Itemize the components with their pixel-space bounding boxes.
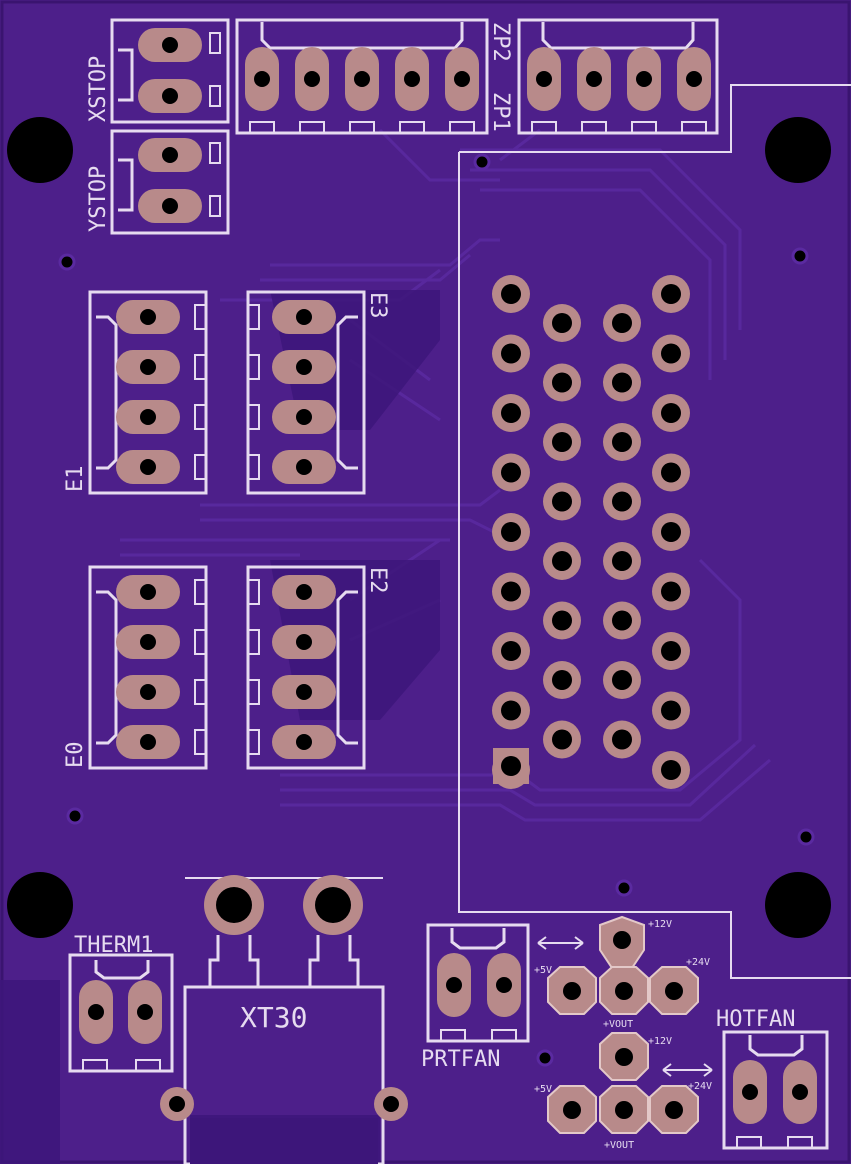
zp2-label: ZP2 [488, 22, 513, 62]
prtfan-label: PRTFAN [421, 1047, 500, 1072]
zp1-label: ZP1 [488, 92, 513, 132]
hotfan-vout-label: +VOUT [604, 1140, 634, 1151]
header-pin-hole [501, 700, 521, 721]
voltage-jumper-prtfan [537, 915, 699, 1015]
e3-label: E3 [365, 292, 390, 319]
xstop-connector [110, 18, 230, 124]
vias [58, 153, 815, 1067]
header-pin-hole [501, 284, 521, 304]
header-pin-hole [612, 491, 632, 512]
zp1-connector [517, 18, 719, 135]
mounting-hole-top-right [765, 117, 831, 183]
header-pin-hole [661, 522, 681, 542]
header-pin-hole [612, 432, 632, 452]
header-pin-hole [501, 756, 521, 776]
header-pin-hole [661, 403, 681, 423]
prtfan-vout-label: +VOUT [603, 1019, 633, 1030]
hotfan-label: HOTFAN [716, 1007, 795, 1032]
copper-traces [120, 128, 771, 822]
e3-connector [246, 290, 366, 495]
mounting-hole-bottom-right [765, 872, 831, 938]
header-pin-hole [612, 610, 632, 631]
prtfan-connector [426, 923, 530, 1043]
e0-connector [88, 565, 208, 770]
header-pin-hole [661, 284, 681, 304]
prtfan-24v-label: +24V [686, 957, 710, 968]
header-pin-hole [661, 343, 681, 364]
header-pin-hole [501, 462, 521, 483]
mounting-hole-bottom-left [7, 872, 73, 938]
xt30-connector [160, 875, 408, 1164]
header-pin-hole [501, 403, 521, 423]
header-pin-hole [612, 372, 632, 393]
header-pin-hole [501, 581, 521, 602]
e1-label: E1 [63, 466, 88, 493]
header-pin-hole [501, 641, 521, 661]
header-pin-hole [612, 729, 632, 750]
header-outline-top [459, 84, 851, 153]
header-pin-hole [552, 313, 572, 333]
e0-label: E0 [63, 742, 88, 769]
header-pin-hole [661, 760, 681, 780]
therm1-connector [68, 953, 174, 1073]
xstop-label: XSTOP [86, 56, 111, 122]
therm1-label: THERM1 [74, 933, 153, 958]
voltage-jumper-hotfan [547, 1032, 713, 1134]
header-pin-hole [612, 551, 632, 571]
header-pin-hole [501, 343, 521, 364]
header-pin-hole [501, 522, 521, 542]
hotfan-connector [722, 1030, 829, 1150]
e1-connector [88, 290, 208, 495]
hotfan-24v-label: +24V [688, 1081, 712, 1092]
prtfan-5v-label: +5V [534, 965, 552, 976]
header-pin-hole [552, 491, 572, 512]
header-pin-hole [552, 610, 572, 631]
e2-connector [246, 565, 366, 770]
header-pin-hole [661, 641, 681, 661]
e2-label: E2 [365, 567, 390, 594]
ystop-label: YSTOP [86, 166, 111, 232]
hotfan-12v-label: +12V [648, 1036, 672, 1047]
header-pin-hole [612, 313, 632, 333]
mounting-hole-top-left [7, 117, 73, 183]
main-header-pins [492, 275, 690, 789]
header-pin-hole [552, 729, 572, 750]
zp2-connector [235, 18, 489, 135]
header-pin-hole [552, 551, 572, 571]
header-pin-hole [661, 462, 681, 483]
header-outline [458, 152, 851, 979]
header-pin-hole [661, 581, 681, 602]
ystop-connector [110, 129, 230, 235]
header-pin-hole [661, 700, 681, 721]
header-pin-hole [612, 670, 632, 690]
header-pin-hole [552, 432, 572, 452]
header-pin-hole [552, 670, 572, 690]
prtfan-12v-label: +12V [648, 919, 672, 930]
hotfan-5v-label: +5V [534, 1084, 552, 1095]
xt30-label: XT30 [240, 1001, 307, 1034]
header-pin-hole [552, 372, 572, 393]
mounting-holes [7, 117, 831, 938]
